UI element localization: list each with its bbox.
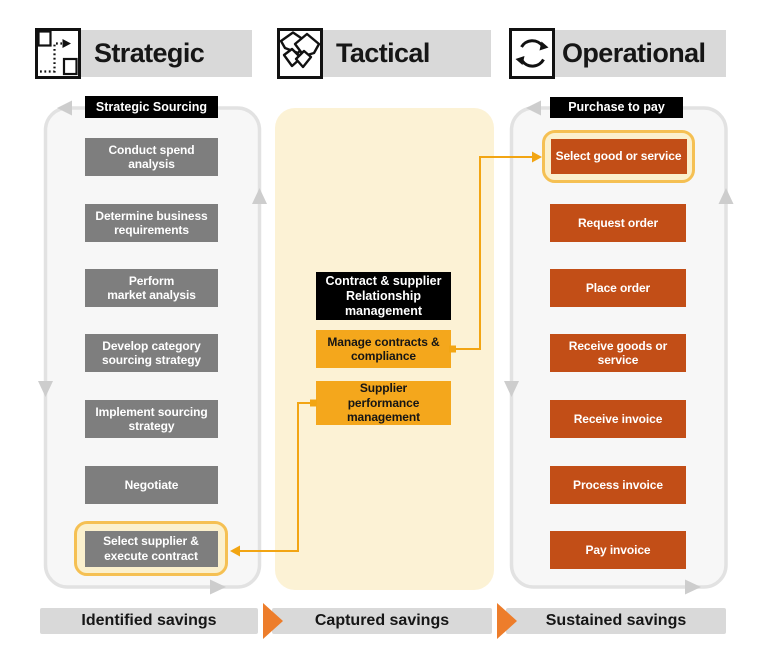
process-step-pay-invoice: Pay invoice (550, 531, 686, 569)
footer-chevron-2 (497, 603, 517, 639)
footer-chevrons (263, 603, 517, 639)
tactical-title-box: Contract & supplier Relationship managem… (316, 272, 451, 320)
process-step-process-invoice: Process invoice (550, 466, 686, 504)
process-step-negotiate: Negotiate (85, 466, 218, 504)
footer-stage-identified-savings: Identified savings (40, 608, 258, 634)
connector-supplier-to-select-supplier (239, 402, 314, 552)
header-strategic: Strategic (58, 30, 252, 77)
header-label-operational: Operational (562, 38, 706, 68)
connector-lines (239, 156, 533, 552)
footer-label-sustained: Sustained savings (545, 612, 687, 629)
route-icon (35, 28, 81, 79)
process-step-conduct-spend-analysis: Conduct spend analysis (85, 138, 218, 176)
cycle-arrowheads (38, 100, 734, 595)
process-step-manage-contracts-compliance: Manage contracts & compliance (316, 330, 451, 368)
footer-stage-sustained-savings: Sustained savings (506, 608, 726, 634)
header-label-tactical: Tactical (336, 38, 430, 68)
connector-arrowhead-right (532, 151, 542, 163)
process-step-supplier-performance-management: Supplier performance management (316, 381, 451, 425)
highlight-ring-select-good: Select good or service (542, 130, 695, 183)
process-step-place-order: Place order (550, 269, 686, 307)
header-label-strategic: Strategic (94, 38, 205, 68)
operational-title-box: Purchase to pay (550, 97, 683, 118)
process-step-select-supplier-execute-contract: Select supplier & execute contract (84, 530, 218, 567)
process-step-develop-category-sourcing-strategy: Develop category sourcing strategy (85, 334, 218, 372)
connector-manage-to-select-good (452, 156, 533, 350)
highlight-ring-select-supplier: Select supplier & execute contract (74, 521, 228, 576)
header-tactical: Tactical (300, 30, 491, 77)
process-step-select-good-or-service: Select good or service (550, 139, 687, 174)
process-step-perform-market-analysis: Perform market analysis (85, 269, 218, 307)
footer-stage-captured-savings: Captured savings (272, 608, 492, 634)
cycle-icon (509, 28, 555, 79)
handshake-icon (277, 28, 323, 79)
process-step-request-order: Request order (550, 204, 686, 242)
footer-label-identified: Identified savings (81, 612, 217, 629)
header-operational: Operational (531, 30, 726, 77)
process-step-determine-business-requirements: Determine business requirements (85, 204, 218, 242)
footer-label-captured: Captured savings (314, 612, 450, 629)
strategic-title-box: Strategic Sourcing (85, 96, 218, 118)
footer-chevron-1 (263, 603, 283, 639)
process-step-implement-sourcing-strategy: Implement sourcing strategy (85, 400, 218, 438)
process-step-receive-invoice: Receive invoice (550, 400, 686, 438)
process-step-receive-goods-or-service: Receive goods or service (550, 334, 686, 372)
connector-arrowhead-left (230, 545, 240, 557)
connector-endpoints (230, 151, 542, 557)
